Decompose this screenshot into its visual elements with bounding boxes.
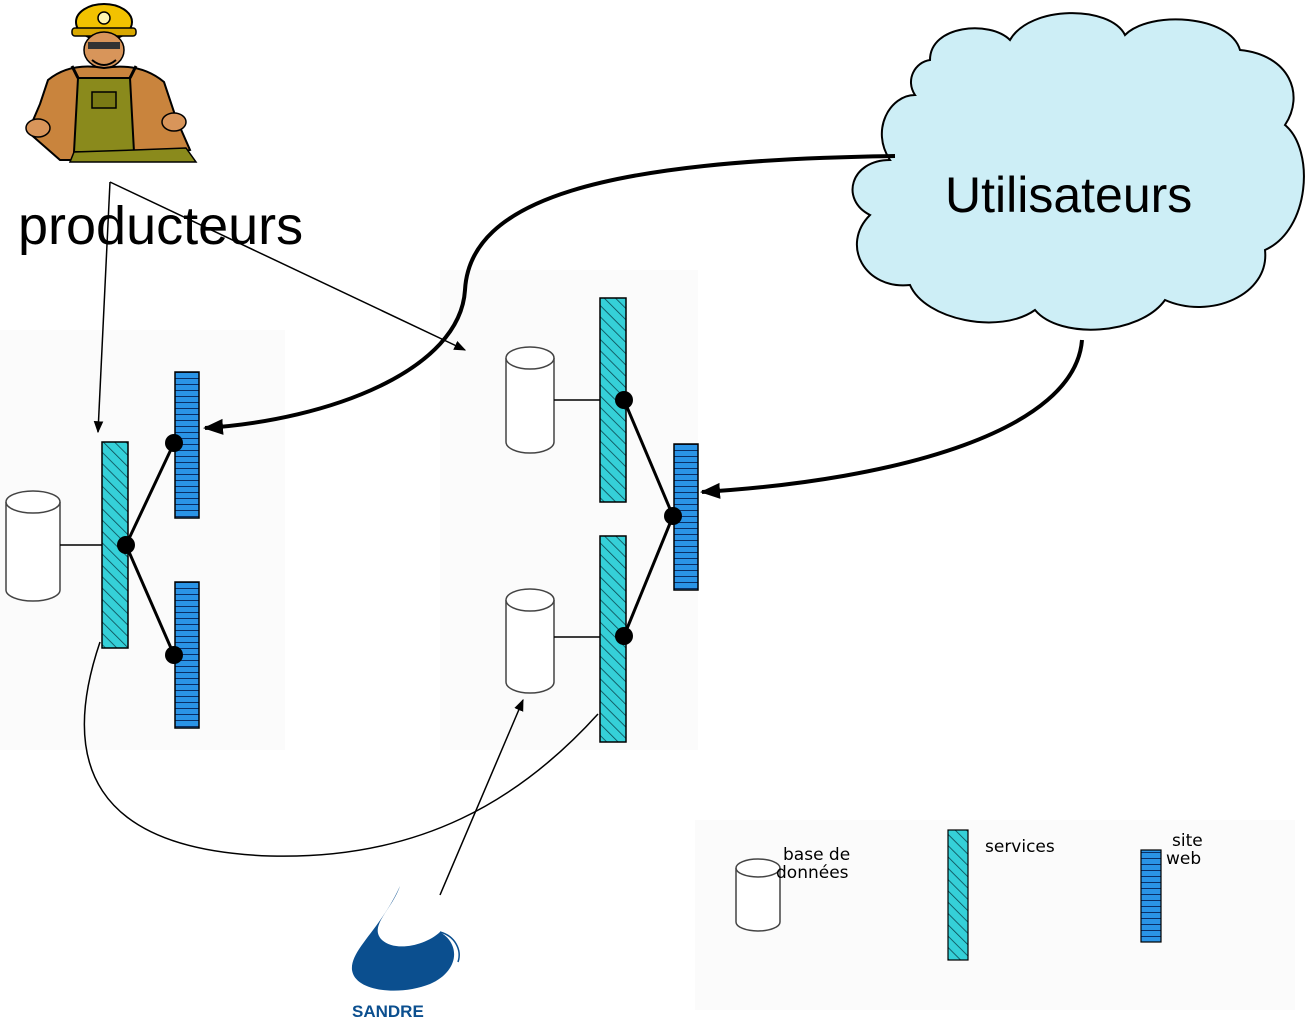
legend-services-label: services: [985, 837, 1055, 857]
legend-website-label-line1: site: [1172, 831, 1203, 851]
node-b: [505, 297, 699, 743]
node-b-panel: [440, 270, 698, 750]
users-to-node-b-arrow: [700, 339, 1084, 499]
cloud-icon: [851, 12, 1305, 331]
services-link-curve: [83, 641, 599, 857]
database-cylinder-icon: [505, 346, 555, 454]
legend: base de données services site web: [735, 829, 1203, 961]
legend-database-label-line1: base de: [783, 845, 850, 865]
producer-to-node-a-arrow: [93, 181, 111, 434]
database-cylinder-icon: [5, 490, 61, 602]
database-cylinder-icon: [735, 858, 781, 932]
legend-panel: [695, 820, 1295, 1010]
sandre-to-database-arrow: [439, 698, 524, 896]
node-a: [5, 371, 200, 729]
legend-website-swatch: [1140, 849, 1162, 943]
sandre-logo-icon: [351, 886, 460, 991]
producer-to-node-b-arrow: [109, 181, 467, 351]
miner-worker-icon: [25, 3, 198, 163]
legend-database-label-line2: données: [776, 863, 849, 883]
users-to-node-a-arrow: [203, 154, 896, 435]
database-cylinder-icon: [505, 588, 555, 694]
sandre-logo-text: SANDRE: [352, 1002, 424, 1021]
legend-website-label-line2: web: [1166, 849, 1201, 869]
producers-label: producteurs: [18, 196, 303, 256]
legend-services-swatch: [947, 829, 969, 961]
services-bar: [599, 535, 627, 743]
users-label: Utilisateurs: [945, 167, 1192, 223]
